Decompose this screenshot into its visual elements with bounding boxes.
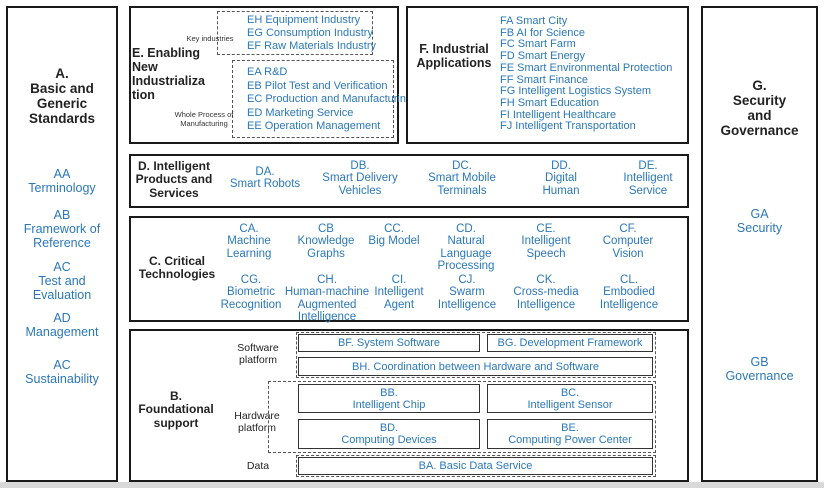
item-ac-test: AC Test and Evaluation [32, 260, 92, 302]
box-bh: BH. Coordination between Hardware and So… [298, 357, 653, 376]
list-item: FF Smart Finance [500, 73, 589, 86]
item-aa: AA Terminology [28, 167, 96, 195]
box-bd-label: BD. Computing Devices [341, 422, 437, 446]
list-item: EA R&D [247, 66, 288, 78]
item-ch: CH. Human-machine Augmented Intelligence [284, 274, 370, 324]
section-a-title: A. Basic and Generic Standards [28, 66, 96, 127]
box-ba-label: BA. Basic Data Service [418, 460, 533, 472]
list-item: FE Smart Environmental Protection [500, 61, 673, 74]
list-item: EC Production and Manufacturing [247, 93, 413, 106]
hardware-platform-group [268, 381, 656, 453]
section-c-box [129, 216, 689, 322]
item-dd: DD. Digital Human [542, 160, 580, 197]
item-cd: CD. Natural Language Processing [437, 223, 495, 273]
key-industries-label: Key industries [186, 34, 234, 43]
box-bd: BD. Computing Devices [298, 419, 480, 449]
item-cj: CJ. Swarm Intelligence [437, 274, 497, 311]
item-ga: GA Security [736, 207, 783, 235]
box-bg-label: BG. Development Framework [497, 337, 643, 349]
item-ca: CA. Machine Learning [226, 223, 272, 260]
list-item: FC Smart Farm [500, 38, 576, 51]
list-item: EB Pilot Test and Verification [247, 79, 388, 92]
section-d-title: D. Intelligent Products and Services [135, 159, 213, 200]
box-bb: BB. Intelligent Chip [298, 384, 480, 413]
item-cl: CL. Embodied Intelligence [599, 274, 659, 311]
applications-list: FA Smart City FB AI for Science FC Smart… [500, 15, 673, 133]
list-item: EF Raw Materials Industry [247, 40, 376, 52]
list-item: FD Smart Energy [500, 50, 585, 63]
section-e-box [129, 6, 399, 144]
data-label: Data [246, 460, 270, 472]
key-industries-group [217, 11, 373, 55]
section-d-box [129, 154, 689, 208]
list-item: EE Operation Management [247, 120, 381, 133]
software-platform-group [296, 332, 656, 378]
section-f-title: F. Industrial Applications [416, 42, 492, 70]
list-item: FH Smart Education [500, 96, 600, 109]
box-bc: BC. Intelligent Sensor [487, 384, 653, 413]
item-ck: CK. Cross-media Intelligence [513, 274, 579, 311]
box-bg: BG. Development Framework [487, 334, 653, 352]
box-bh-label: BH. Coordination between Hardware and So… [351, 360, 600, 373]
section-b-title: B. Foundational support [138, 389, 214, 430]
item-cb: CB Knowledge Graphs [297, 223, 355, 260]
item-ac-sustainability: AC Sustainability [25, 358, 99, 386]
item-cg: CG. Biometric Recognition [220, 274, 282, 311]
item-dc: DC. Smart Mobile Terminals [428, 160, 496, 197]
bottom-divider [0, 482, 824, 488]
box-bb-label: BB. Intelligent Chip [352, 386, 426, 411]
item-gb: GB Governance [725, 355, 794, 383]
box-be: BE. Computing Power Center [487, 419, 653, 449]
box-be-label: BE. Computing Power Center [508, 422, 632, 446]
section-g-title: G. Security and Governance [720, 78, 799, 139]
list-item: EG Consumption Industry [247, 27, 373, 39]
box-bc-label: BC. Intelligent Sensor [527, 386, 613, 411]
process-label: Whole Process of Manufacturing [174, 110, 234, 128]
item-ad: AD Management [25, 311, 99, 339]
key-industries-list: EH Equipment Industry EG Consumption Ind… [247, 14, 376, 53]
box-ba: BA. Basic Data Service [298, 457, 653, 475]
list-item: FJ Intelligent Transportation [500, 120, 636, 133]
process-list: EA R&D EB Pilot Test and Verification EC… [247, 66, 412, 134]
section-a-box [6, 6, 118, 482]
item-de: DE. Intelligent Service [623, 160, 673, 197]
section-c-title: C. Critical Technologies [138, 254, 216, 282]
item-cf: CF. Computer Vision [602, 223, 654, 260]
box-bf-label: BF. System Software [337, 337, 441, 349]
box-bf: BF. System Software [298, 334, 480, 352]
list-item: FG Intelligent Logistics System [500, 85, 652, 98]
item-cc: CC. Big Model [368, 223, 420, 248]
list-item: FB AI for Science [500, 26, 585, 39]
list-item: ED Marketing Service [247, 106, 354, 119]
section-f-box [406, 6, 689, 144]
item-da: DA. Smart Robots [229, 166, 301, 191]
section-g-box [701, 6, 818, 482]
list-item: FI Intelligent Healthcare [500, 108, 617, 121]
item-ab: AB Framework of Reference [23, 208, 101, 250]
list-item: EH Equipment Industry [247, 14, 361, 26]
software-platform-label: Software platform [237, 342, 279, 366]
item-ce: CE. Intelligent Speech [521, 223, 571, 260]
list-item: FA Smart City [500, 15, 568, 27]
item-ci: CI. Intelligent Agent [374, 274, 424, 311]
section-b-box [129, 329, 689, 482]
data-group [296, 455, 656, 477]
item-db: DB. Smart Delivery Vehicles [322, 160, 398, 197]
section-e-title: E. Enabling New Industrializa tion [132, 46, 205, 102]
manufacturing-process-group [232, 60, 394, 138]
